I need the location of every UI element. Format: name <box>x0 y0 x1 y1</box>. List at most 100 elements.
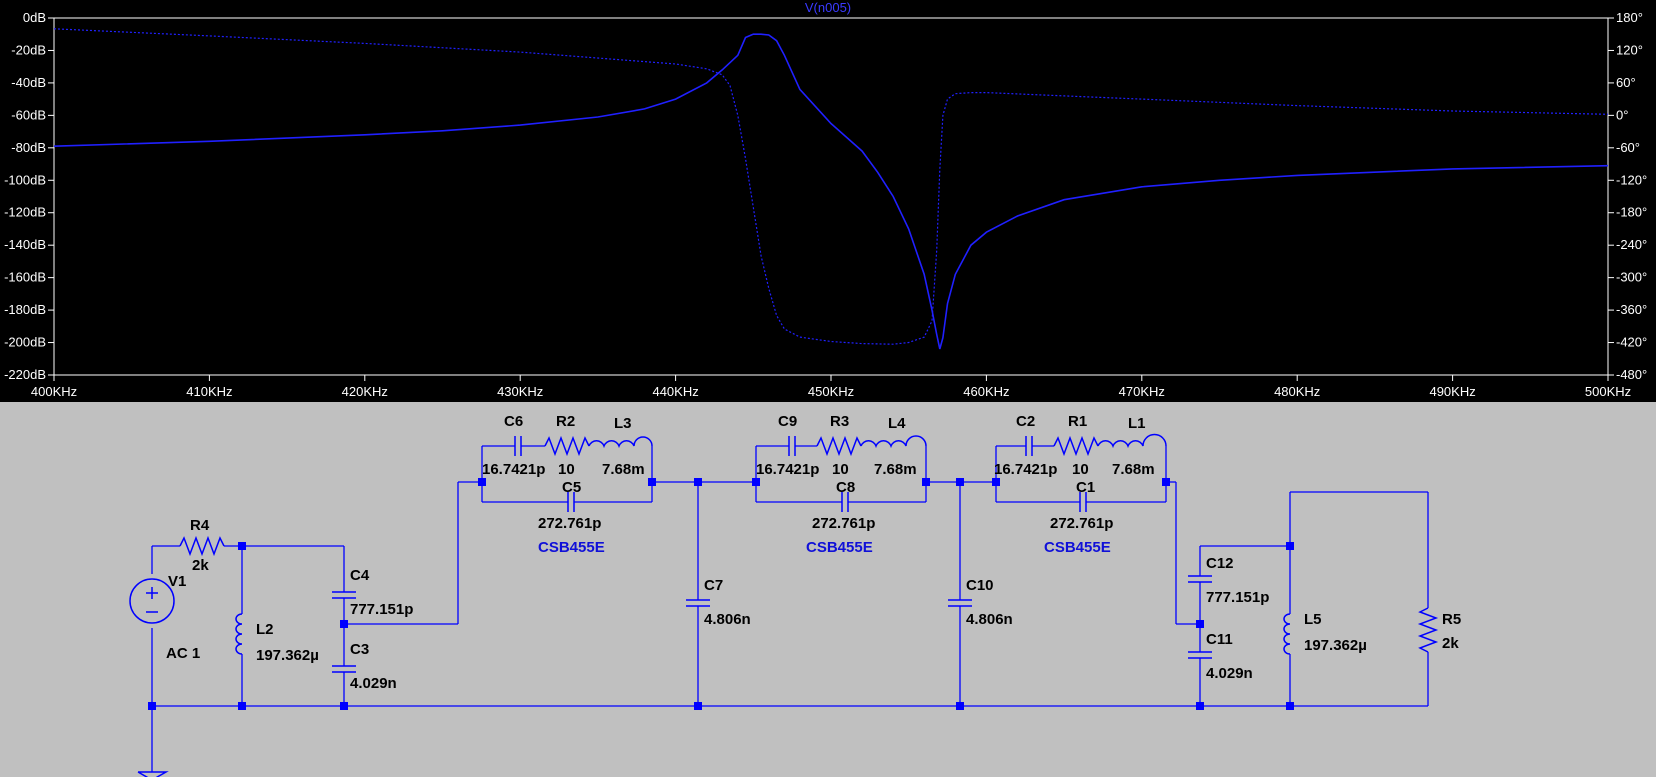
bode-plot[interactable]: V(n005) 0dB-20dB-40dB-60dB-80dB-100dB-12… <box>0 0 1656 402</box>
label-c2-value[interactable]: 16.7421p <box>994 461 1057 478</box>
label-c1-value[interactable]: 272.761p <box>1050 515 1113 532</box>
y-axis-right[interactable]: 180°120°60°0°-60°-120°-180°-240°-300°-36… <box>1608 10 1647 382</box>
label-c5-name[interactable]: C5 <box>562 479 581 496</box>
label-c4-name[interactable]: C4 <box>350 567 370 584</box>
label-x3-name[interactable]: CSB455E <box>1044 539 1111 556</box>
label-l2-value[interactable]: 197.362µ <box>256 647 319 664</box>
y-left-tick-label: -100dB <box>4 172 46 187</box>
x-tick-label: 460KHz <box>963 384 1009 399</box>
label-c1-name[interactable]: C1 <box>1076 479 1095 496</box>
label-c9-value[interactable]: 16.7421p <box>756 461 819 478</box>
label-r1-name[interactable]: R1 <box>1068 413 1087 430</box>
plot-frame <box>53 17 1609 376</box>
x-tick-label: 420KHz <box>342 384 388 399</box>
label-l4-name[interactable]: L4 <box>888 415 906 432</box>
label-c12-name[interactable]: C12 <box>1206 555 1234 572</box>
voltage-source-v1[interactable] <box>129 578 175 624</box>
label-c2-name[interactable]: C2 <box>1016 413 1035 430</box>
y-right-tick-label: -360° <box>1616 302 1647 317</box>
label-c4-value[interactable]: 777.151p <box>350 601 413 618</box>
crystal-x3[interactable] <box>1025 433 1167 513</box>
label-v1-value[interactable]: AC 1 <box>166 645 200 662</box>
label-l5-value[interactable]: 197.362µ <box>1304 637 1367 654</box>
y-right-tick-label: 180° <box>1616 10 1643 25</box>
y-left-tick-label: -20dB <box>11 42 46 57</box>
schematic-canvas[interactable]: R4 2k V1 AC 1 L2 197.362µ C4 777.151p C3… <box>0 402 1656 777</box>
label-l1-value[interactable]: 7.68m <box>1112 461 1155 478</box>
label-c6-value[interactable]: 16.7421p <box>482 461 545 478</box>
label-r5-name[interactable]: R5 <box>1442 611 1461 628</box>
label-c10-value[interactable]: 4.806n <box>966 611 1013 628</box>
label-r2-value[interactable]: 10 <box>558 461 575 478</box>
y-right-tick-label: -180° <box>1616 205 1647 220</box>
label-r1-value[interactable]: 10 <box>1072 461 1089 478</box>
label-c6-name[interactable]: C6 <box>504 413 523 430</box>
ground-symbol[interactable] <box>137 771 169 777</box>
label-r5-value[interactable]: 2k <box>1442 635 1459 652</box>
x-tick-label: 470KHz <box>1119 384 1165 399</box>
magnitude-trace <box>53 33 1609 350</box>
inductor-l2[interactable] <box>235 613 243 655</box>
y-left-tick-label: -140dB <box>4 237 46 252</box>
label-l3-name[interactable]: L3 <box>614 415 632 432</box>
capacitor-c11[interactable] <box>1188 651 1212 659</box>
wires[interactable] <box>151 445 1429 772</box>
crystal-x2[interactable] <box>788 435 927 512</box>
label-c12-value[interactable]: 777.151p <box>1206 589 1269 606</box>
y-right-tick-label: -300° <box>1616 270 1647 285</box>
label-r3-name[interactable]: R3 <box>830 413 849 430</box>
label-c3-name[interactable]: C3 <box>350 641 369 658</box>
phase-trace <box>53 28 1609 345</box>
x-tick-label: 480KHz <box>1274 384 1320 399</box>
y-axis-left[interactable]: 0dB-20dB-40dB-60dB-80dB-100dB-120dB-140d… <box>4 10 54 382</box>
capacitor-c10[interactable] <box>948 599 972 607</box>
resistor-r4[interactable] <box>179 535 225 557</box>
label-c11-name[interactable]: C11 <box>1206 631 1233 648</box>
label-c8-value[interactable]: 272.761p <box>812 515 875 532</box>
crystal-x1[interactable] <box>514 435 653 512</box>
label-c3-value[interactable]: 4.029n <box>350 675 397 692</box>
label-r4-name[interactable]: R4 <box>190 517 210 534</box>
resistor-r5[interactable] <box>1417 607 1439 653</box>
label-c7-value[interactable]: 4.806n <box>704 611 751 628</box>
label-v1-name[interactable]: V1 <box>168 573 186 590</box>
label-c7-name[interactable]: C7 <box>704 577 723 594</box>
schematic-editor[interactable]: R4 2k V1 AC 1 L2 197.362µ C4 777.151p C3… <box>0 402 1656 777</box>
capacitor-c4[interactable] <box>332 591 356 599</box>
waveform-viewer[interactable]: V(n005) 0dB-20dB-40dB-60dB-80dB-100dB-12… <box>0 0 1656 402</box>
label-c9-name[interactable]: C9 <box>778 413 797 430</box>
label-x1-name[interactable]: CSB455E <box>538 539 605 556</box>
components[interactable] <box>129 433 1439 777</box>
label-l5-name[interactable]: L5 <box>1304 611 1322 628</box>
component-labels[interactable]: R4 2k V1 AC 1 L2 197.362µ C4 777.151p C3… <box>166 413 1461 692</box>
label-c5-value[interactable]: 272.761p <box>538 515 601 532</box>
y-left-tick-label: -180dB <box>4 302 46 317</box>
y-left-tick-label: -160dB <box>4 270 46 285</box>
y-left-tick-label: -220dB <box>4 367 46 382</box>
label-x2-name[interactable]: CSB455E <box>806 539 873 556</box>
label-l3-value[interactable]: 7.68m <box>602 461 645 478</box>
capacitor-c12[interactable] <box>1188 575 1212 583</box>
trace-label-vn005[interactable]: V(n005) <box>805 0 851 15</box>
y-right-tick-label: 0° <box>1616 107 1628 122</box>
label-r3-value[interactable]: 10 <box>832 461 849 478</box>
label-r2-name[interactable]: R2 <box>556 413 575 430</box>
y-right-tick-label: 120° <box>1616 42 1643 57</box>
label-r4-value[interactable]: 2k <box>192 557 209 574</box>
capacitor-c3[interactable] <box>332 665 356 673</box>
capacitor-c7[interactable] <box>686 599 710 607</box>
label-c8-name[interactable]: C8 <box>836 479 855 496</box>
label-c10-name[interactable]: C10 <box>966 577 994 594</box>
label-l4-value[interactable]: 7.68m <box>874 461 917 478</box>
y-right-tick-label: 60° <box>1616 75 1636 90</box>
label-c11-value[interactable]: 4.029n <box>1206 665 1253 682</box>
label-l2-name[interactable]: L2 <box>256 621 274 638</box>
y-left-tick-label: -60dB <box>11 107 46 122</box>
x-tick-label: 500KHz <box>1585 384 1631 399</box>
label-l1-name[interactable]: L1 <box>1128 415 1146 432</box>
y-right-tick-label: -60° <box>1616 140 1640 155</box>
inductor-l5[interactable] <box>1283 613 1291 655</box>
y-right-tick-label: -120° <box>1616 172 1647 187</box>
